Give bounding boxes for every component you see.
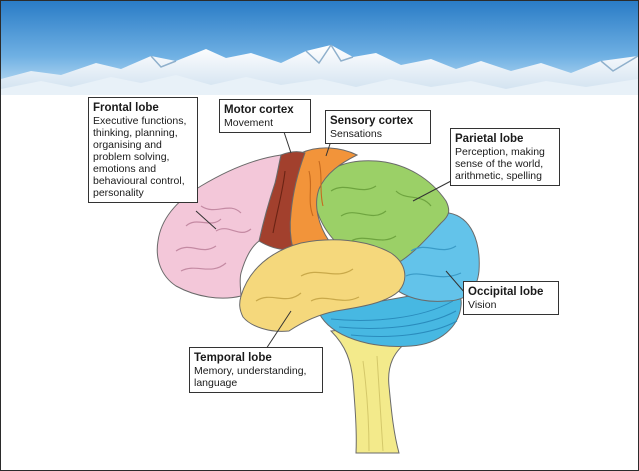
parietal-lobe-title: Parietal lobe: [455, 132, 555, 146]
sensory-cortex-callout: Sensory cortex Sensations: [325, 110, 431, 144]
occipital-lobe-desc: Vision: [468, 299, 554, 311]
frontal-lobe-callout: Frontal lobe Executive functions, thinki…: [88, 97, 198, 203]
frontal-lobe-desc: Executive functions, thinking, planning,…: [93, 115, 193, 199]
sensory-cortex-title: Sensory cortex: [330, 114, 426, 128]
frontal-lobe-title: Frontal lobe: [93, 101, 193, 115]
motor-cortex-title: Motor cortex: [224, 103, 306, 117]
temporal-lobe-callout: Temporal lobe Memory, understanding, lan…: [189, 347, 323, 393]
parietal-lobe-desc: Perception, making sense of the world, a…: [455, 146, 555, 182]
sensory-cortex-desc: Sensations: [330, 128, 426, 140]
temporal-lobe-desc: Memory, understanding, language: [194, 365, 318, 389]
motor-cortex-desc: Movement: [224, 117, 306, 129]
occipital-lobe-callout: Occipital lobe Vision: [463, 281, 559, 315]
occipital-lobe-title: Occipital lobe: [468, 285, 554, 299]
parietal-lobe-callout: Parietal lobe Perception, making sense o…: [450, 128, 560, 186]
temporal-lobe-title: Temporal lobe: [194, 351, 318, 365]
motor-cortex-callout: Motor cortex Movement: [219, 99, 311, 133]
